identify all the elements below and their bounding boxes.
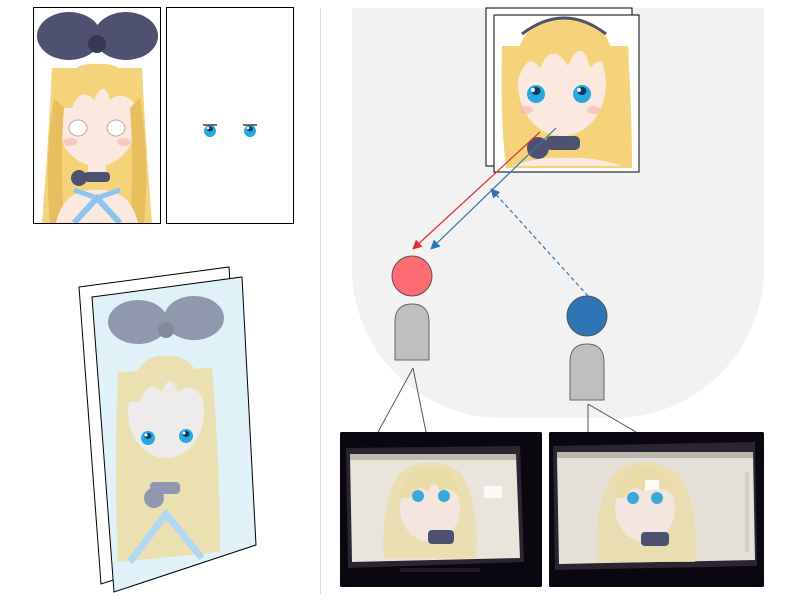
eyes-only-panel xyxy=(166,7,294,224)
section-divider xyxy=(320,8,321,594)
callout-lines xyxy=(377,367,637,433)
eyes-only-icon xyxy=(167,8,293,223)
anime-girl-icon xyxy=(34,8,160,223)
ray-blue xyxy=(430,127,557,250)
photo-right-view xyxy=(549,432,764,587)
character-render-panel xyxy=(33,7,161,224)
person-icon xyxy=(566,295,608,337)
photo-left-view xyxy=(340,432,542,587)
bow-left xyxy=(37,12,101,60)
sightline-diagram xyxy=(412,127,589,297)
person-icon xyxy=(391,255,433,297)
ray-dashed xyxy=(490,188,589,297)
layered-display-diagram xyxy=(78,266,257,593)
viewer-left xyxy=(391,255,433,361)
ray-red xyxy=(412,131,541,250)
viewer-right xyxy=(566,295,608,401)
